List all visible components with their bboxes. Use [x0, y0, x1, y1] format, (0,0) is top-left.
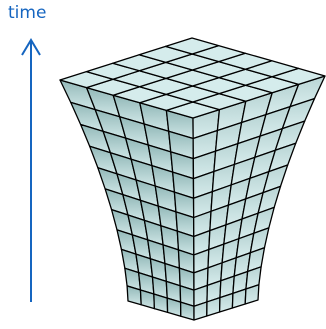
right-side-cell [244, 284, 260, 305]
time-axis-arrow [21, 38, 41, 302]
top-face [59, 37, 326, 119]
top-face-cell [164, 37, 220, 55]
left-side-face [59, 79, 195, 321]
right-side-face [192, 75, 326, 321]
time-axis-label: time [8, 3, 47, 23]
